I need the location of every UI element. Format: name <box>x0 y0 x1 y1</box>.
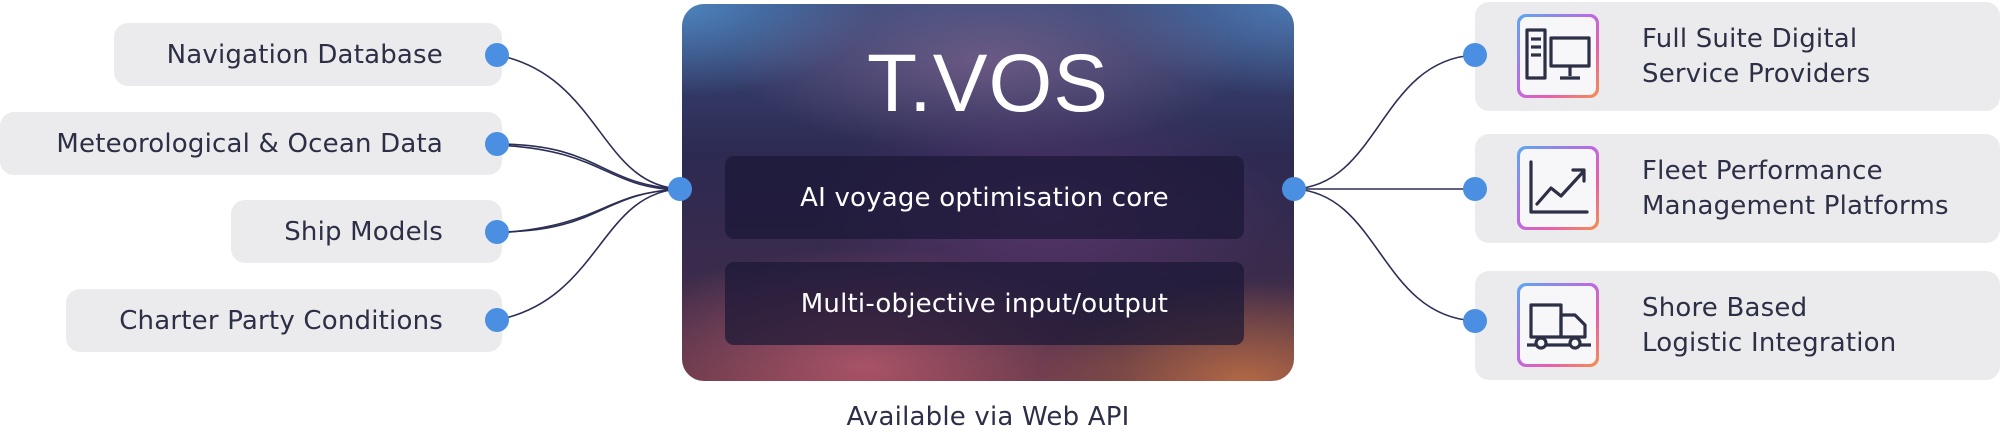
connector-charter-party-conditions <box>496 188 681 321</box>
output-label-line2: Logistic Integration <box>1642 327 1897 358</box>
connector-shore-based <box>1293 188 1476 322</box>
input-label: Navigation Database <box>166 39 443 70</box>
core-module-io: Multi-objective input/output <box>725 262 1244 345</box>
input-navigation-database: Navigation Database <box>114 23 502 86</box>
connector-dot-shore-based <box>1463 309 1487 333</box>
connector-full-suite-digital <box>1293 54 1476 190</box>
connector-dot-meteorological-ocean-data <box>485 132 509 156</box>
output-label: Full Suite Digital Service Providers <box>1642 22 1870 92</box>
input-charter-party-conditions: Charter Party Conditions <box>66 289 502 352</box>
connector-dot-core-output <box>1282 177 1306 201</box>
connector-meteorological-ocean-data <box>496 143 681 190</box>
input-label: Meteorological & Ocean Data <box>56 128 443 159</box>
connector-navigation-database <box>496 54 681 190</box>
output-label-line1: Shore Based <box>1642 292 1808 323</box>
core-title: T.VOS <box>867 38 1109 129</box>
connector-ship-models-2 <box>496 189 681 234</box>
computer-icon <box>1517 14 1599 98</box>
output-label: Shore Based Logistic Integration <box>1642 291 1896 361</box>
output-label-line1: Full Suite Digital <box>1642 23 1858 54</box>
input-label: Charter Party Conditions <box>119 305 443 336</box>
output-label-line2: Service Providers <box>1642 58 1871 89</box>
truck-icon <box>1517 283 1599 367</box>
output-fleet-performance: Fleet Performance Management Platforms <box>1475 134 2000 243</box>
input-meteorological-ocean-data: Meteorological & Ocean Data <box>0 112 502 175</box>
connector-dot-charter-party-conditions <box>485 308 509 332</box>
input-ship-models: Ship Models <box>231 200 502 263</box>
output-label-line2: Management Platforms <box>1642 190 1949 221</box>
output-label-line1: Fleet Performance <box>1642 155 1883 186</box>
web-api-caption: Available via Web API <box>846 402 1130 432</box>
connector-meteorological-ocean-data-2 <box>496 144 681 191</box>
output-label: Fleet Performance Management Platforms <box>1642 154 1949 224</box>
output-full-suite-digital: Full Suite Digital Service Providers <box>1475 2 2000 111</box>
connector-dot-ship-models <box>485 220 509 244</box>
core-module-optimisation: AI voyage optimisation core <box>725 156 1244 239</box>
input-label: Ship Models <box>284 216 443 247</box>
connector-dot-full-suite-digital <box>1463 43 1487 67</box>
tvos-core-block: T.VOS AI voyage optimisation core Multi-… <box>682 4 1294 381</box>
connector-dot-navigation-database <box>485 43 509 67</box>
connector-dot-fleet-performance <box>1463 177 1487 201</box>
connector-dot-core-input <box>668 177 692 201</box>
chart-trend-icon <box>1517 146 1599 230</box>
output-shore-based: Shore Based Logistic Integration <box>1475 271 2000 380</box>
